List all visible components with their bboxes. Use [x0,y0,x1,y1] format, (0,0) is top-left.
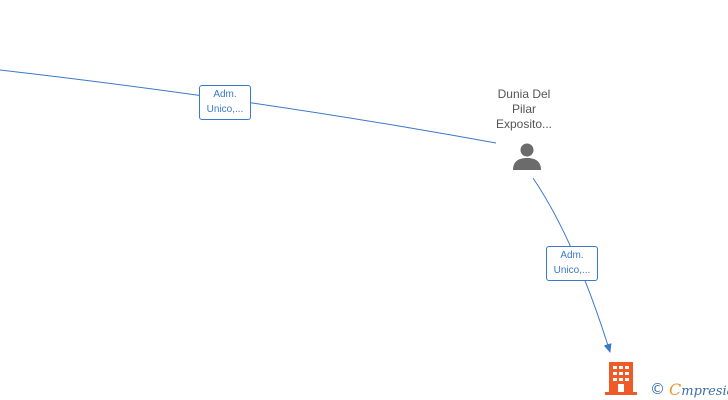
person-node-name[interactable]: Dunia Del Pilar Exposito... [484,87,564,132]
person-name-line-1: Dunia Del [497,87,551,101]
person-name-line-3: Exposito... [495,117,553,131]
edge-line-1 [0,69,497,144]
brand-name-initial: C [669,379,682,399]
building-icon[interactable] [605,361,637,395]
person-icon[interactable] [512,142,542,172]
edge-label-1-line-2: Unico,... [206,104,244,115]
edge-label-2[interactable]: Adm. Unico,... [546,246,598,281]
edge-label-1[interactable]: Adm. Unico,... [199,85,251,120]
brand-watermark: © Cmpresia [650,378,728,400]
edge-label-2-line-2: Unico,... [553,265,591,276]
edge-label-1-line-1: Adm. [213,89,237,100]
person-name-line-2: Pilar [511,102,536,116]
brand-name: Cmpresia [669,380,728,399]
brand-name-rest: mpresia [681,383,728,399]
edge-label-2-line-1: Adm. [560,250,584,261]
copyright-symbol: © [650,379,665,398]
